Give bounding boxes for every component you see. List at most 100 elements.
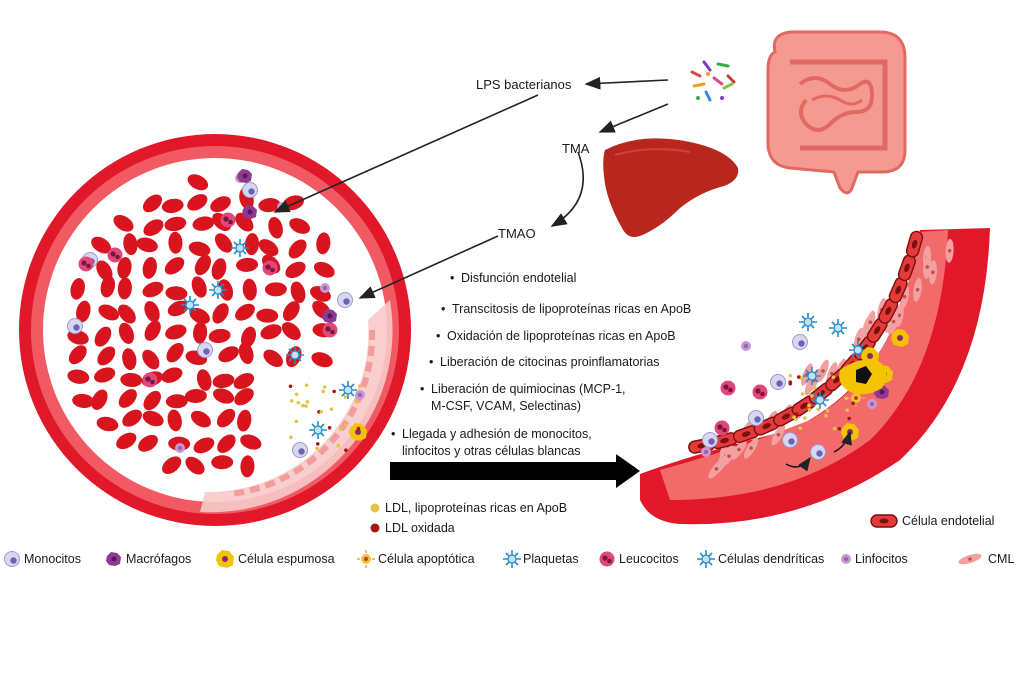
ldl-particle xyxy=(803,416,807,420)
ldl-particle xyxy=(294,392,299,397)
mono-cell xyxy=(770,374,786,390)
pathway-arrows xyxy=(273,76,669,299)
migration-arrows xyxy=(785,430,852,472)
intestine-icon xyxy=(766,30,907,195)
tmao-label: TMAO xyxy=(498,226,536,241)
legend-cell-label: Monocitos xyxy=(24,552,81,566)
ldl-particle xyxy=(847,416,851,421)
ldl-particle xyxy=(800,392,805,396)
ldl-particle xyxy=(315,446,319,451)
legend-ldl-dot xyxy=(370,503,380,513)
ldl-particle xyxy=(300,403,305,408)
mono-cell xyxy=(782,432,798,448)
ldl-particle xyxy=(304,404,308,408)
lps-label: LPS bacterianos xyxy=(476,77,572,92)
leuko-cell xyxy=(720,380,736,396)
ldl-particle xyxy=(327,425,332,430)
ldl-particle xyxy=(296,400,301,405)
ldl-particle xyxy=(343,395,348,399)
endothelial-cell-icon xyxy=(870,514,898,528)
legend-cell-label: Plaquetas xyxy=(523,552,579,566)
ldl-particle xyxy=(788,381,793,386)
leuko-cell xyxy=(220,212,236,228)
leuko-cell xyxy=(714,420,730,436)
legend-cell-label: Célula apoptótica xyxy=(378,552,475,566)
ldl-particle xyxy=(305,400,310,404)
ldl-particle xyxy=(344,448,348,452)
mono-cell xyxy=(792,334,808,350)
ldl-particle xyxy=(851,401,855,406)
ldl-particle xyxy=(807,403,811,408)
effect-item: Liberación de quimiocinas (MCP-1, xyxy=(420,381,626,397)
ldl-particle xyxy=(321,389,325,394)
ldl-particle xyxy=(809,394,814,398)
lympho-cell xyxy=(701,447,711,457)
mono-cell xyxy=(242,182,258,198)
ldl-particle xyxy=(798,426,802,431)
ldl-particle xyxy=(319,409,324,414)
effect-item: Transcitosis de lipoproteínas ricas en A… xyxy=(441,301,691,317)
progression-arrow xyxy=(390,454,640,488)
vessel-cells xyxy=(67,169,367,458)
ldl-particle xyxy=(825,408,830,413)
ldl-particle xyxy=(358,384,362,388)
ldl-particle xyxy=(832,426,837,431)
ldl-particle xyxy=(845,408,849,412)
lympho-cell xyxy=(867,399,877,409)
legend-cell-label: Macrófagos xyxy=(126,552,192,566)
mono-cell xyxy=(337,292,353,308)
ldl-particle xyxy=(322,385,327,389)
ldl-particle xyxy=(812,385,817,390)
ldl-particle xyxy=(824,414,828,418)
ldl-particle xyxy=(349,429,353,433)
leuko-cell xyxy=(107,247,123,263)
mono-cell xyxy=(197,342,213,358)
ldl-particle xyxy=(844,396,848,401)
ldl-particle xyxy=(831,375,836,379)
leuko-cell xyxy=(78,256,94,272)
mono-cell xyxy=(810,444,826,460)
legend-cell-label: CML xyxy=(988,552,1015,566)
legend-ldl-ox-dot xyxy=(370,523,380,533)
ldl-particle xyxy=(837,426,842,431)
legend-cell-label: Leucocitos xyxy=(619,552,679,566)
ldl-particle xyxy=(356,426,361,431)
ldl-particle xyxy=(289,399,294,403)
ldl-particle xyxy=(788,373,793,378)
ldl-particle xyxy=(294,419,299,424)
bacteria-icon xyxy=(682,50,742,110)
effect-item: Disfunción endotelial xyxy=(450,270,576,286)
ldl-particle xyxy=(794,417,798,422)
ldl-particle xyxy=(354,400,359,404)
liver-icon xyxy=(603,138,739,237)
tma-label: TMA xyxy=(562,141,590,156)
ldl-particle xyxy=(289,435,293,440)
ldl-particle xyxy=(338,427,343,432)
lipid-core xyxy=(839,359,887,395)
effect-item: Oxidación de lipoproteínas ricas en ApoB xyxy=(436,328,676,344)
ldl-particle xyxy=(336,443,341,448)
leuko-cell xyxy=(262,260,278,276)
mono-cell xyxy=(67,318,83,334)
effect-item-continued: M-CSF, VCAM, Selectinas) xyxy=(431,399,582,413)
mono-cell xyxy=(292,442,308,458)
ldl-particle xyxy=(304,383,309,388)
ldl-particle xyxy=(332,389,336,394)
dend-cell xyxy=(828,318,848,338)
ldl-particle xyxy=(343,423,348,427)
lympho-cell xyxy=(320,283,330,293)
lympho-cell xyxy=(741,341,751,351)
legend-endothelial-label: Célula endotelial xyxy=(902,514,995,528)
legend-ldl-ox-label: LDL oxidada xyxy=(385,521,455,535)
ldl-particle xyxy=(288,384,293,389)
mono-cell xyxy=(748,410,764,426)
ldl-particle xyxy=(794,412,799,416)
legend-cell-label: Célula espumosa xyxy=(238,552,335,566)
ldl-particle xyxy=(807,408,812,412)
legend-ldl-label: LDL, lipoproteínas ricas en ApoB xyxy=(385,501,568,515)
ldl-particle xyxy=(796,375,801,379)
ldl-particle xyxy=(329,407,334,411)
dend-cell xyxy=(798,312,818,332)
mono-cell xyxy=(702,432,718,448)
